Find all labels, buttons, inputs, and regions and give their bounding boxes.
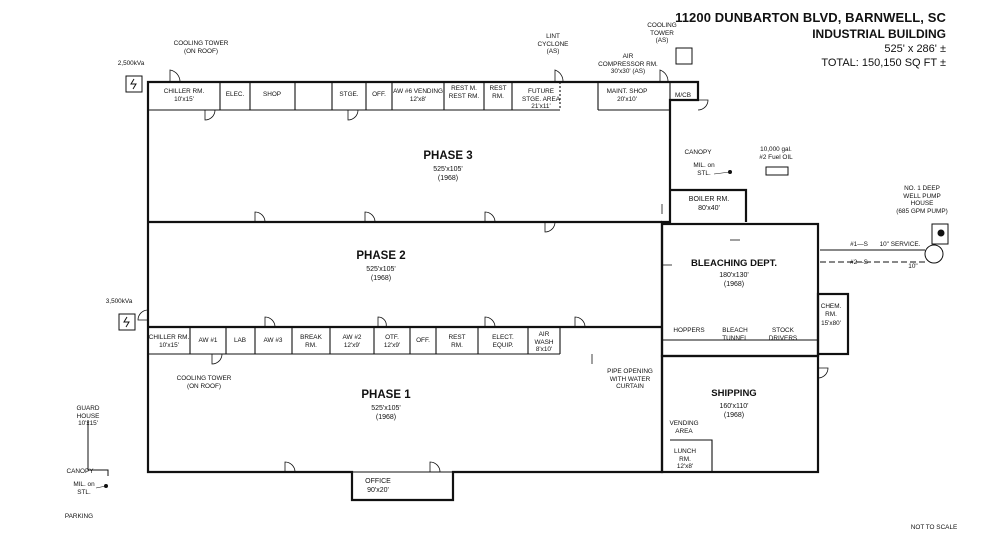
kva-top-label: 2,500kVa [117,60,145,67]
mid-aw1-room: AW #1 [198,337,218,344]
cooling-tower-as-label: COOLING TOWER (AS) [647,22,677,45]
parking-label: PARKING [64,513,94,520]
pipe-opening-label: PIPE OPENING WITH WATER CURTAIN [607,368,653,391]
canopy-right-label: CANOPY [684,149,712,156]
phase1-size: 525'x105' [371,405,401,412]
cooling-tower-mid-label: COOLING TOWER (ON ROOF) [176,375,232,390]
top-rest-rooms: REST M. REST RM. [448,85,480,100]
bleaching-size: 180'x130' [719,272,749,279]
pump-circle [924,244,944,264]
mid-office-room: OFF. [416,337,430,344]
shipping-outline [660,354,820,474]
top-chiller-room: CHILLER RM. 10'x15' [163,88,205,103]
mid-air-wash: AIR WASH 8'x10' [534,331,554,354]
top-future-storage: FUTURE STGE. AREA 21'x11' [521,88,561,111]
chem-room-outline [816,292,850,356]
lint-cyclone-label: LINT CYCLONE (AS) [537,33,569,56]
kva-mid-label: 3,500kVa [105,298,133,305]
top-maint-shop: MAINT. SHOP 20'x10' [606,88,648,103]
mid-break-room: BREAK RM. [300,334,322,349]
top-office-room: OFF. [372,91,386,98]
phase3-size: 525'x105' [433,166,463,173]
cooling-tower-top-label: COOLING TOWER (ON ROOF) [173,40,229,55]
phase3-name: PHASE 3 [423,150,473,162]
top-aw6-vending: AW #6 VENDING 12'x8' [393,88,443,103]
building-dimensions: 525' x 286' ± [884,43,946,55]
mil-left-label: MIL. on STL. [73,481,95,496]
phase1-name: PHASE 1 [361,389,411,401]
phase3-year: (1968) [437,175,459,182]
total-area: TOTAL: 150,150 SQ FT ± [821,57,946,69]
boiler-room-outline [670,188,748,222]
pump-house-label: NO. 1 DEEP WELL PUMP HOUSE (685 GPM PUMP… [896,185,948,215]
top-storage-room: STGE. [339,91,359,98]
mil-right-label: MIL. on STL. [693,162,715,177]
not-to-scale-label: NOT TO SCALE [910,524,958,531]
canopy-left-label: CANOPY [66,468,94,475]
top-elec-room: ELEC. [225,91,245,98]
cooling-tower-as-box [675,47,693,65]
boiler-name: BOILER RM. [688,196,730,203]
chem-room-name: CHEM. RM. [820,303,842,318]
mid-aw2-room: AW #2 12'x9' [342,334,362,349]
service2-label: 10" [908,263,918,270]
phase2-size: 525'x105' [366,266,396,273]
office-name: OFFICE [365,478,391,485]
mid-aw3-room: AW #3 [263,337,283,344]
shipping-size: 160'x110' [719,403,749,410]
line1-label: #1—S [850,241,868,248]
service-label: 10" SERVICE. [879,241,921,248]
chem-room-size: 15'x80' [821,320,841,327]
mid-chiller-room: CHILLER RM. 10'x15' [148,334,190,349]
air-compressor-label: AIR COMPRESSOR RM. 30'x30' (AS) [598,53,658,76]
bleach-tunnel-label: BLEACH TUNNEL [722,327,748,342]
phase2-name: PHASE 2 [356,250,406,262]
boiler-size: 80'x40' [698,205,720,212]
top-shop-room: SHOP [262,91,282,98]
address-title: 11200 DUNBARTON BLVD, BARNWELL, SC [675,10,946,25]
top-rest-room-2: REST RM. [489,85,507,100]
line2-label: #2—S [850,259,868,266]
hoppers-label: HOPPERS [673,327,705,334]
vending-area-label: VENDING AREA [669,420,699,435]
lunch-room-label: LUNCH RM. 12'x8' [673,448,697,471]
bleaching-name: BLEACHING DEPT. [690,258,778,269]
fuel-oil-tank [765,166,789,176]
building-type: INDUSTRIAL BUILDING [812,27,946,41]
mid-lab-room: LAB [233,337,247,344]
office-size: 90'x20' [367,487,389,494]
phase1-year: (1968) [375,414,397,421]
fuel-oil-label: 10,000 gal. #2 Fuel OIL [759,146,793,161]
phase2-year: (1968) [370,275,392,282]
shipping-name: SHIPPING [711,388,757,399]
shipping-year: (1968) [723,412,745,419]
guard-house-label: GUARD HOUSE 10'x15' [76,405,100,428]
stock-drivers-label: STOCK DRIVERS [768,327,798,342]
kva-mid-box [118,313,136,331]
mid-rest-room: REST RM. [448,334,466,349]
top-mcb-room: M/CB [675,92,691,99]
mid-elect-equip: ELECT. EQUIP. [492,334,514,349]
pump-house-box [931,223,949,245]
building-outline [146,80,700,502]
kva-top-box [125,75,143,93]
bleaching-year: (1968) [723,281,745,288]
mid-otf-room: OTF. 12'x9' [383,334,401,349]
